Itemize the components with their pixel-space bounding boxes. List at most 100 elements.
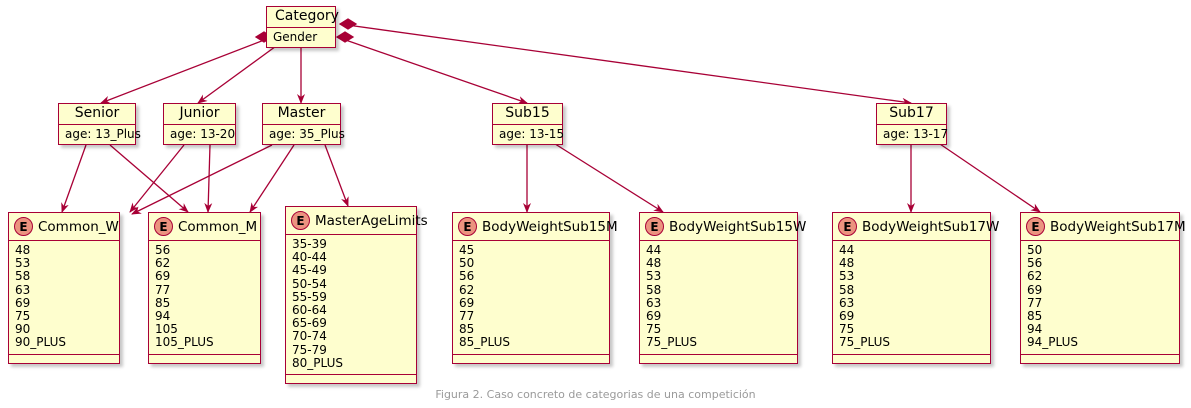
enum-literal: 56 [459, 269, 475, 284]
enum-literal-list: 35-39 40-44 45-49 50-54 55-59 60-64 65-6… [286, 235, 416, 376]
class-attribute: age: 35_Plus [269, 127, 345, 141]
enum-literal: 75 [839, 322, 855, 337]
enum-header: E BodyWeightSub15M [453, 213, 618, 241]
enum-literal: 50 [1027, 243, 1043, 257]
enum-literal: 63 [839, 295, 855, 310]
class-node-senior[interactable]: Senior age: 13_Plus [58, 103, 141, 145]
enum-literal: 58 [839, 282, 855, 297]
enum-header: E BodyWeightSub17W [833, 213, 999, 241]
enum-literal: 85_PLUS [459, 335, 510, 350]
enum-icon: E [1026, 217, 1045, 236]
enum-icon: E [458, 217, 477, 236]
enum-method-compartment [833, 355, 990, 363]
enum-title: Common_W [38, 218, 119, 235]
enum-literal: 75 [15, 309, 31, 324]
edge-category-sub15 [335, 31, 528, 104]
enum-title: BodyWeightSub15W [669, 218, 807, 235]
enum-node-bodyweight-sub15w[interactable]: E BodyWeightSub15W 44 48 53 58 63 69 75 … [639, 212, 806, 364]
enum-icon: E [154, 217, 173, 236]
enum-node-bodyweight-sub17w[interactable]: E BodyWeightSub17W 44 48 53 58 63 69 75 … [832, 212, 999, 364]
enum-method-compartment [149, 355, 260, 363]
enum-literal: 58 [646, 282, 662, 297]
class-attribute: age: 13-20 [170, 127, 236, 141]
enum-method-compartment [640, 355, 797, 363]
enum-literal: 44 [839, 243, 855, 257]
enum-literal: 75_PLUS [839, 335, 890, 350]
class-node-sub17[interactable]: Sub17 age: 13-17 [876, 103, 949, 145]
enum-node-common-w[interactable]: E Common_W 48 53 58 63 69 75 90 90_PLUS [8, 212, 120, 364]
class-node-master[interactable]: Master age: 35_Plus [262, 103, 345, 145]
enum-literal: 70-74 [292, 329, 327, 344]
enum-literal: 53 [839, 269, 855, 284]
class-node-category[interactable]: Category Gender [266, 6, 339, 48]
edge-senior-common-w [61, 144, 87, 213]
enum-literal-list: 44 48 53 58 63 69 75 75_PLUS [640, 241, 797, 355]
edge-sub17-bw-sub17m [936, 141, 1041, 213]
enum-method-compartment [286, 375, 416, 383]
enum-literal: 75-79 [292, 342, 327, 357]
enum-literal: 90 [15, 322, 31, 337]
enum-node-master-age-limits[interactable]: E MasterAgeLimits 35-39 40-44 45-49 50-5… [285, 206, 428, 385]
class-title: Junior [164, 104, 235, 125]
enum-literal: 105 [155, 322, 178, 337]
enum-literal: 77 [459, 309, 475, 324]
enum-title: BodyWeightSub17W [862, 218, 1000, 235]
enum-literal: 80_PLUS [292, 355, 343, 370]
enum-literal: 94 [155, 309, 171, 324]
enum-literal: 40-44 [292, 250, 327, 265]
enum-literal: 69 [839, 309, 855, 324]
enum-node-bodyweight-sub15m[interactable]: E BodyWeightSub15M 45 50 56 62 69 77 85 … [452, 212, 618, 364]
edge-sub15-bw-sub15w [551, 141, 664, 213]
class-attribute: age: 13_Plus [65, 127, 141, 141]
enum-literal: 53 [15, 256, 31, 271]
enum-literal: 63 [646, 295, 662, 310]
edge-category-sub17 [338, 18, 912, 106]
enum-literal: 63 [15, 282, 31, 297]
enum-header: E Common_W [9, 213, 119, 241]
enum-literal: 62 [1027, 269, 1043, 284]
enum-literal: 48 [646, 256, 662, 271]
enum-literal: 77 [155, 282, 171, 297]
enum-literal: 35-39 [292, 237, 327, 251]
edge-senior-common-m [109, 144, 189, 213]
enum-method-compartment [9, 355, 119, 363]
enum-method-compartment [1021, 355, 1179, 363]
class-attribute: age: 13-17 [883, 127, 949, 141]
enum-title: BodyWeightSub17M [1050, 218, 1186, 235]
enum-literal: 56 [155, 243, 171, 257]
class-title: Sub15 [493, 104, 562, 125]
enum-literal-list: 48 53 58 63 69 75 90 90_PLUS [9, 241, 119, 355]
enum-method-compartment [453, 355, 609, 363]
edge-master-common-w [131, 144, 273, 215]
enum-literal: 44 [646, 243, 662, 257]
enum-title: Common_M [178, 218, 258, 235]
enum-header: E BodyWeightSub15W [640, 213, 806, 241]
class-attribute: age: 13-15 [499, 127, 565, 141]
enum-literal: 62 [155, 256, 171, 271]
edge-junior-common-w [129, 144, 185, 213]
class-title: Sub17 [877, 104, 946, 125]
enum-literal: 45 [459, 243, 475, 257]
enum-literal: 69 [646, 309, 662, 324]
enum-literal-list: 45 50 56 62 69 77 85 85_PLUS [453, 241, 609, 355]
enum-literal: 85 [155, 295, 171, 310]
enum-literal-list: 56 62 69 77 85 94 105 105_PLUS [149, 241, 260, 355]
class-node-junior[interactable]: Junior age: 13-20 [163, 103, 236, 145]
figure-caption: Figura 2. Caso concreto de categorias de… [435, 388, 756, 401]
enum-literal: 69 [459, 295, 475, 310]
enum-title: MasterAgeLimits [315, 212, 428, 229]
enum-literal-list: 44 48 53 58 63 69 75 75_PLUS [833, 241, 990, 355]
enum-node-common-m[interactable]: E Common_M 56 62 69 77 85 94 105 105_PLU… [148, 212, 261, 364]
enum-literal: 56 [1027, 256, 1043, 271]
enum-title: BodyWeightSub15M [482, 218, 618, 235]
enum-icon: E [14, 217, 33, 236]
enum-literal: 53 [646, 269, 662, 284]
class-title: Category [267, 7, 339, 28]
enum-literal: 77 [1027, 295, 1043, 310]
enum-node-bodyweight-sub17m[interactable]: E BodyWeightSub17M 50 56 62 69 77 85 94 … [1020, 212, 1186, 364]
edge-category-senior [100, 31, 274, 104]
enum-literal: 58 [15, 269, 31, 284]
class-node-sub15[interactable]: Sub15 age: 13-15 [492, 103, 565, 145]
edge-master-master-age-limits [324, 144, 349, 207]
class-title: Senior [59, 104, 135, 125]
